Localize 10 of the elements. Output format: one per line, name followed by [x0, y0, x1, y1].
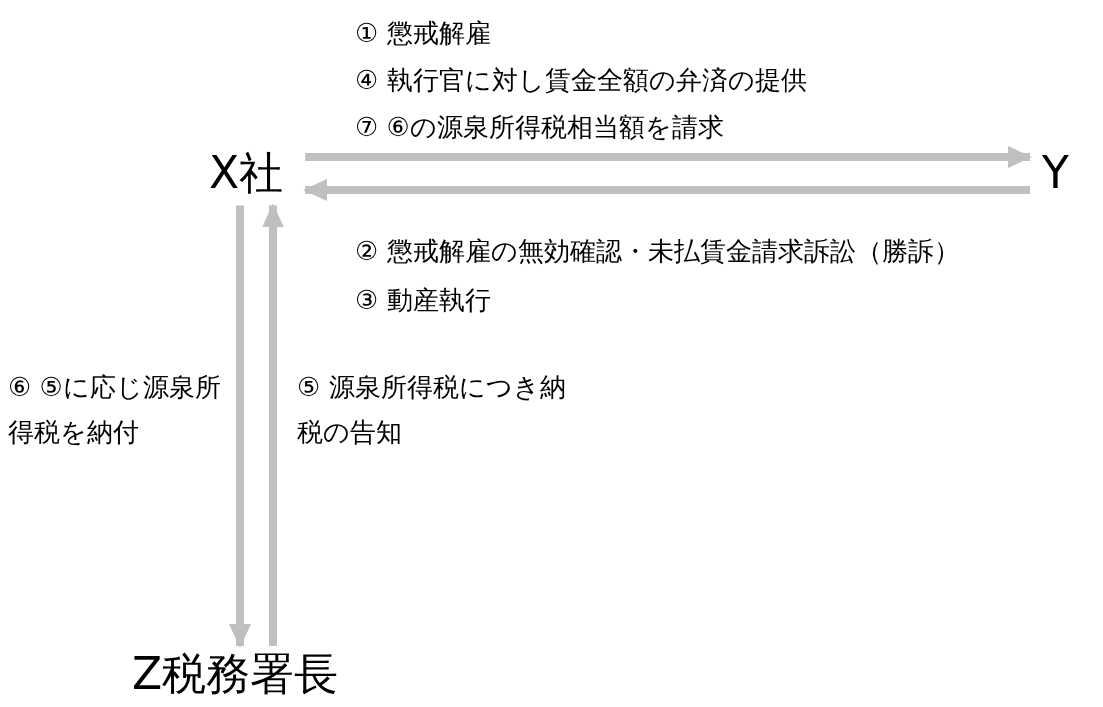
step-label: ③ 動産執行	[355, 285, 491, 317]
edge-label: ⑤ 源泉所得税につき納税の告知	[297, 371, 567, 449]
entity-label: Z税務署長	[128, 646, 343, 701]
step-label: ② 懲戒解雇の無効確認・未払賃金請求訴訟（勝訴）	[355, 236, 960, 268]
edge-label: ⑥ ⑤に応じ源泉所得税を納付	[8, 371, 222, 449]
step-label: ① 懲戒解雇	[355, 18, 491, 50]
entity-label: Y	[1030, 145, 1075, 206]
step-label: ⑦ ⑥の源泉所得税相当額を請求	[355, 112, 724, 144]
step-label: ④ 執行官に対し賃金全額の弁済の提供	[355, 65, 807, 97]
entity-label: X社	[205, 145, 306, 206]
